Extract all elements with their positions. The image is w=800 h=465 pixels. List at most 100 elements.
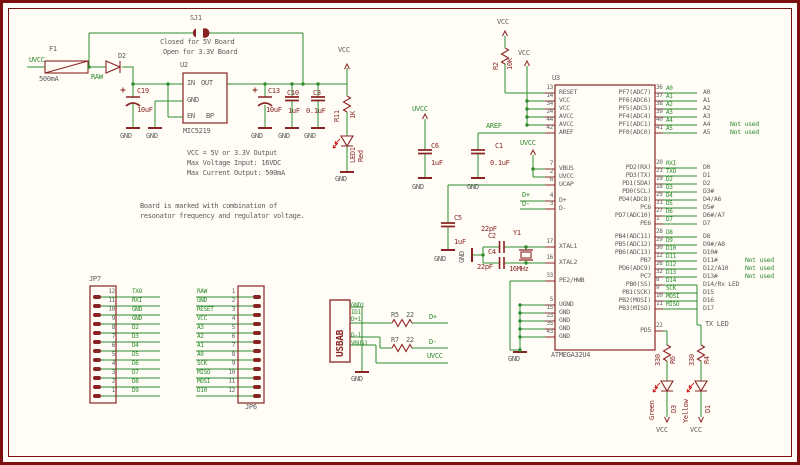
jp6-pad [253, 313, 261, 317]
u2-pin-in: IN [187, 79, 195, 87]
pin-number: 21 [656, 167, 663, 174]
pin-name: PD4(ADC8) [618, 195, 651, 203]
jp6-pad [253, 349, 261, 353]
cap-value: 22pF [477, 263, 493, 271]
pin-number: 4 [231, 315, 236, 322]
note-board-line2: resonator frequency and regulator voltag… [140, 212, 305, 220]
wires-layer [27, 32, 702, 417]
pin-number: 5 [111, 351, 116, 358]
gnd-label: GND [458, 251, 466, 263]
net-label: RESET [197, 306, 214, 313]
net-label: D5 [132, 351, 139, 358]
u2-pin-out: OUT [201, 79, 213, 87]
pin-name: PB3(MISO) [618, 304, 651, 312]
pin-number: 10 [108, 306, 115, 313]
pin-number: 10 [656, 292, 663, 299]
net-label: SCK [197, 360, 207, 367]
u2-pin-bp: BP [206, 112, 214, 120]
pin-number: 20 [656, 159, 663, 166]
solder-jumper-pads [192, 28, 210, 38]
net-label: D4 [666, 192, 673, 199]
jp6-pad [253, 331, 261, 335]
pin-number: 22 [656, 322, 663, 329]
jp6-body [237, 285, 265, 404]
jp6-pad [253, 322, 261, 326]
led-ref: LED1 [349, 147, 357, 163]
pin-number: 8 [111, 324, 116, 331]
fuse-value: 500mA [39, 75, 59, 83]
jp7-pad [93, 358, 101, 362]
led-branch-wires [663, 285, 702, 417]
pin-number: 12 [228, 387, 235, 394]
arduino-pin-label: A4 [703, 120, 711, 128]
vcc-supply-label: VCC [338, 46, 350, 54]
net-label: A0 [666, 85, 673, 92]
arduino-pin-label: D11# [703, 256, 718, 264]
pin-name: PD3(TX) [625, 171, 652, 179]
pin-number: 10 [228, 369, 235, 376]
arduino-pin-label: D10# [703, 248, 718, 256]
arduino-pin-label: D17 [703, 304, 714, 312]
pin-number: 27 [656, 207, 663, 214]
net-label: D9 [666, 237, 673, 244]
net-label: A3 [666, 109, 673, 116]
pin-name: XTAL2 [559, 258, 578, 266]
cap-value: 0.1uF [490, 159, 510, 167]
led-value: Green [648, 400, 656, 420]
pin-number: 35 [546, 320, 553, 327]
gnd-label: GND [351, 375, 363, 383]
arduino-pin-label: D14/Rx LED [703, 280, 740, 288]
cap-value: 1uF [454, 238, 466, 246]
net-label: A4 [666, 117, 673, 124]
cap-ref: C5 [454, 214, 462, 222]
pin-number: 25 [656, 191, 663, 198]
generated-parts [93, 92, 663, 398]
pin-number: 32 [656, 268, 663, 275]
parts-layer [44, 28, 708, 424]
resistor-ref: R5 [391, 311, 399, 319]
pin-number: 28 [656, 228, 663, 235]
dminus-net-label: D- [522, 200, 530, 208]
pin-name: PB2(MOSI) [618, 296, 651, 304]
net-label: D7 [132, 369, 139, 376]
pin-name: UCAP [559, 180, 574, 188]
pin-number: 1 [231, 288, 236, 295]
jp6-pad [253, 358, 261, 362]
led-value: Red [357, 150, 365, 162]
cap-ref: C1 [495, 142, 503, 150]
net-label: A2 [666, 101, 673, 108]
pin-number: 3 [111, 369, 116, 376]
vcc-supply-label: VCC [497, 18, 509, 26]
cap-ref: C6 [431, 142, 439, 150]
pin-number: 15 [546, 304, 553, 311]
mcu-body [554, 84, 656, 351]
net-label: VCC [197, 315, 207, 322]
resistor-value: 330 [654, 354, 662, 366]
net-label: A0 [197, 351, 204, 358]
mcu-ref: U3 [552, 74, 560, 82]
uvcc-net-label: UVCC [412, 105, 428, 113]
pin-name: PD7(ADC10) [614, 211, 651, 219]
net-label: D9 [132, 387, 139, 394]
jp7-pad [93, 295, 101, 299]
resistor-value: 10K [506, 58, 514, 70]
cap-plates [285, 96, 485, 228]
pin-name: PB7 [640, 256, 651, 264]
led-ref: D1 [704, 405, 712, 413]
pin-number: 13 [546, 84, 553, 91]
net-label: D12 [666, 261, 676, 268]
pin-number: 17 [546, 238, 553, 245]
led-emission-arrows [332, 138, 695, 393]
pin-number: 29 [656, 236, 663, 243]
dplus-net-label: D+ [429, 313, 437, 321]
note-output: VCC = 5V or 3.3V Output [187, 149, 278, 157]
pin-number: 12 [656, 252, 663, 259]
net-label: MISO [666, 301, 680, 308]
arduino-pin-label: D15 [703, 288, 714, 296]
led-symbols [340, 135, 708, 393]
net-label: D8 [132, 378, 139, 385]
cap-value: 22pF [481, 225, 497, 233]
usb-pin-vbus1: VBUS1 [351, 340, 368, 347]
pin-number: 9 [111, 315, 116, 322]
uvcc-net-label: UVCC [520, 139, 536, 147]
